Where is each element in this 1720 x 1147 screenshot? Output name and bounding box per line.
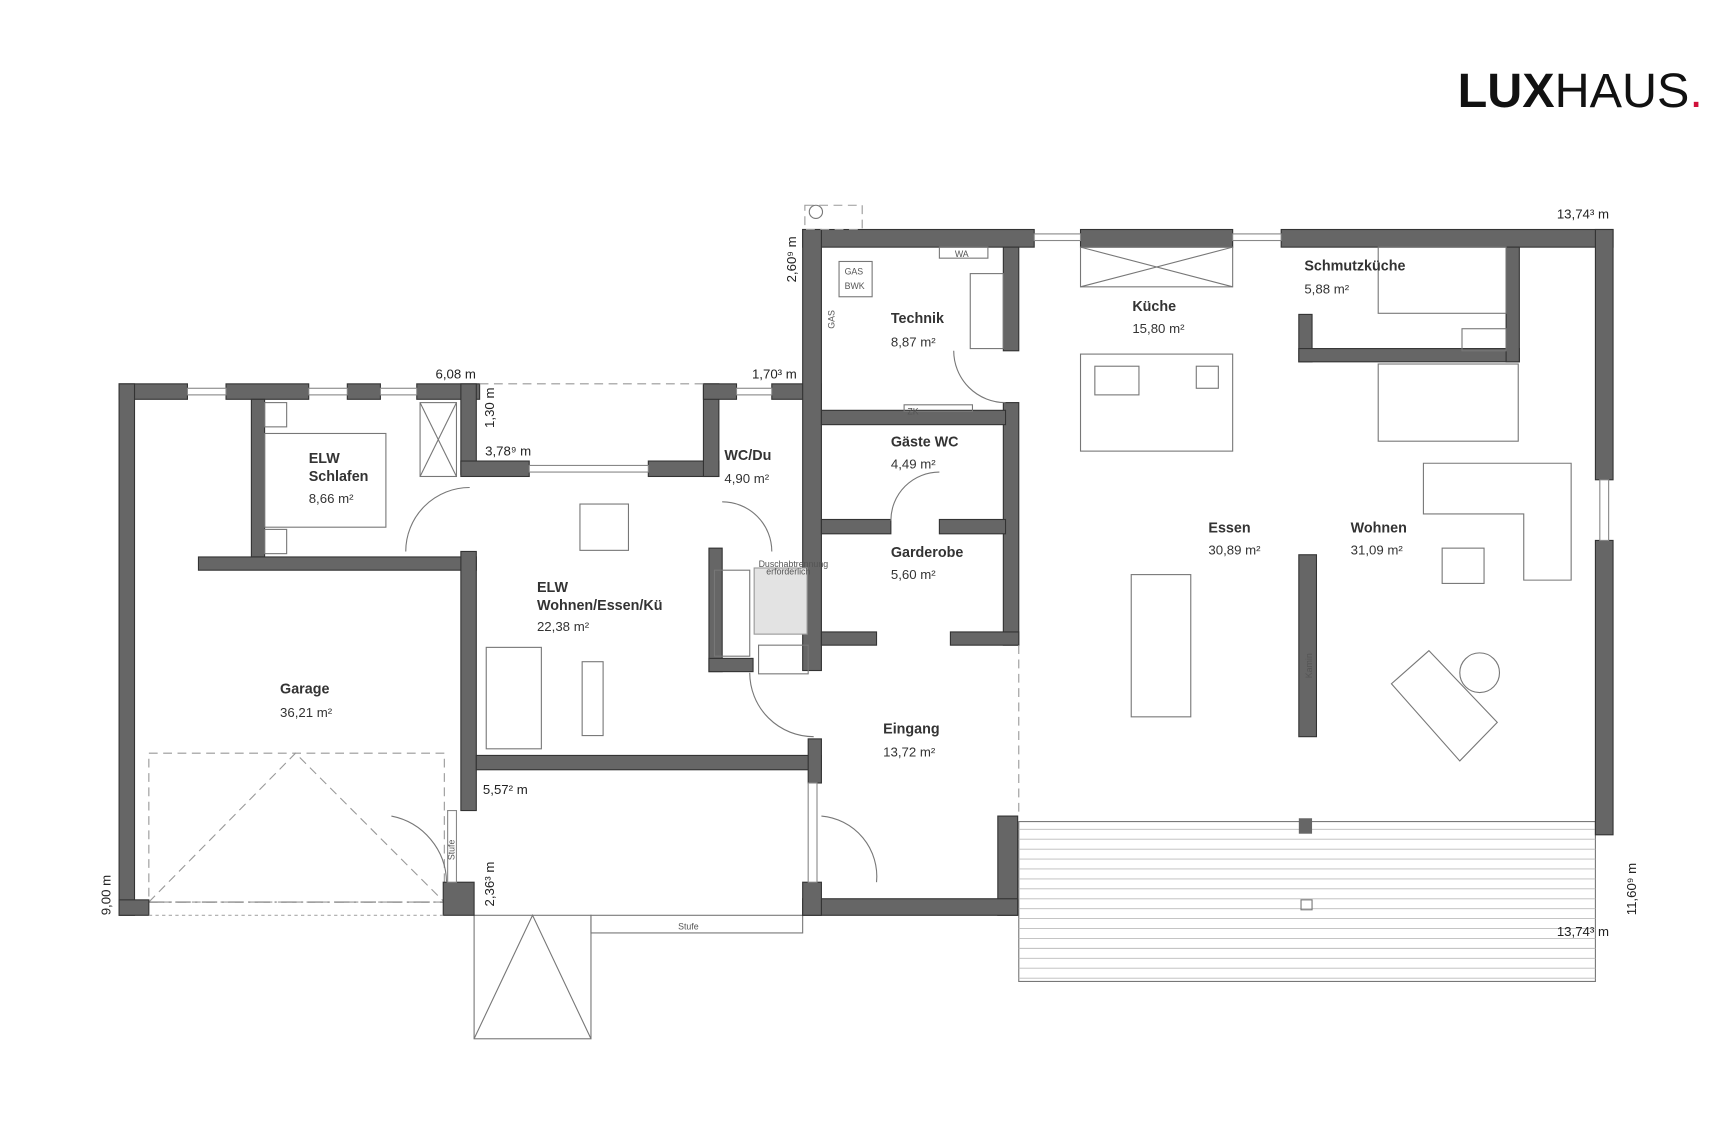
svg-text:5,88 m²: 5,88 m² <box>1304 281 1349 296</box>
windows <box>186 233 1610 883</box>
svg-text:Küche: Küche <box>1132 299 1176 315</box>
lounger <box>1390 649 1499 762</box>
svg-text:ELW: ELW <box>309 451 341 467</box>
svg-text:36,21 m²: 36,21 m² <box>280 705 333 720</box>
doors[interactable] <box>391 350 1006 883</box>
svg-text:13,74³ m: 13,74³ m <box>1557 924 1609 939</box>
room-garage: Garage 36,21 m² <box>280 682 333 720</box>
svg-text:13,74³ m: 13,74³ m <box>1557 206 1609 221</box>
svg-text:Schmutzküche: Schmutzküche <box>1304 258 1405 274</box>
svg-text:Technik: Technik <box>891 311 944 327</box>
svg-text:Duschabtrennung: Duschabtrennung <box>759 559 829 569</box>
room-kueche: Küche 15,80 m² <box>1132 299 1185 336</box>
room-elw-schlafen: ELW Schlafen 8,66 m² <box>309 451 369 506</box>
svg-text:ZK: ZK <box>907 407 918 417</box>
svg-text:22,38 m²: 22,38 m² <box>537 619 590 634</box>
svg-text:3,78⁹ m: 3,78⁹ m <box>485 444 531 459</box>
dining-table <box>1130 574 1192 718</box>
stairs <box>1377 363 1519 442</box>
kitchen-island <box>1079 353 1234 452</box>
svg-text:Stufe: Stufe <box>678 922 699 932</box>
svg-text:Schlafen: Schlafen <box>309 469 369 485</box>
svg-text:WC/Du: WC/Du <box>724 448 771 464</box>
svg-text:4,49 m²: 4,49 m² <box>891 457 936 472</box>
svg-text:WA: WA <box>955 249 969 259</box>
svg-text:8,66 m²: 8,66 m² <box>309 491 354 506</box>
furniture <box>264 246 1572 911</box>
svg-text:Eingang: Eingang <box>883 721 940 737</box>
dimension-labels: 13,74³ m 13,74³ m 11,60⁹ m 2,60⁹ m 1,70³… <box>98 206 1639 939</box>
svg-text:BWK: BWK <box>845 281 865 291</box>
svg-text:8,87 m²: 8,87 m² <box>891 334 936 349</box>
svg-text:4,90 m²: 4,90 m² <box>724 471 769 486</box>
svg-text:11,60⁹ m: 11,60⁹ m <box>1624 863 1639 915</box>
room-eingang: Eingang 13,72 m² <box>883 721 940 759</box>
entrance-canopy <box>473 914 804 1040</box>
svg-text:erforderlich: erforderlich <box>766 567 810 577</box>
svg-text:GAS: GAS <box>827 310 837 329</box>
svg-text:Garderobe: Garderobe <box>891 545 963 561</box>
svg-text:Kamin: Kamin <box>1304 653 1314 678</box>
room-wc-du: WC/Du 4,90 m² <box>724 448 771 486</box>
svg-text:Stufe: Stufe <box>446 839 456 860</box>
svg-text:2,36³ m: 2,36³ m <box>482 862 497 907</box>
kitchen-cabinets <box>1079 246 1234 288</box>
svg-text:Garage: Garage <box>280 682 329 698</box>
room-wohnen: Wohnen 31,09 m² <box>1351 521 1407 558</box>
svg-text:5,60 m²: 5,60 m² <box>891 567 936 582</box>
svg-text:15,80 m²: 15,80 m² <box>1132 321 1185 336</box>
room-garderobe: Garderobe 5,60 m² <box>891 545 963 582</box>
elw-sofa <box>485 646 542 750</box>
room-technik: Technik 8,87 m² <box>891 311 944 349</box>
room-schmutzkueche: Schmutzküche 5,88 m² <box>1304 258 1405 296</box>
fixture-labels: GAS BWK GAS WA ZK Duschabtrennung erford… <box>446 249 1314 932</box>
svg-text:Gäste WC: Gäste WC <box>891 435 959 451</box>
terrace <box>1018 821 1596 982</box>
svg-text:6,08 m: 6,08 m <box>436 366 476 381</box>
svg-text:1,30 m: 1,30 m <box>482 388 497 428</box>
kamin-wall <box>1298 554 1318 738</box>
room-gaeste-wc: Gäste WC 4,49 m² <box>891 435 959 472</box>
elw-table <box>579 503 630 551</box>
svg-text:31,09 m²: 31,09 m² <box>1351 543 1404 558</box>
room-elw-wohnen: ELW Wohnen/Essen/Kü 22,38 m² <box>537 580 663 634</box>
svg-text:LUXHAUS.: LUXHAUS. <box>1458 64 1703 118</box>
garage-door[interactable] <box>148 752 445 903</box>
svg-text:Wohnen/Essen/Kü: Wohnen/Essen/Kü <box>537 598 663 614</box>
bed <box>264 432 387 528</box>
sofa <box>1422 462 1572 581</box>
luxhaus-logo: LUXHAUS. <box>1458 64 1703 118</box>
svg-text:5,57² m: 5,57² m <box>483 782 528 797</box>
svg-text:GAS: GAS <box>845 267 864 277</box>
svg-text:13,72 m²: 13,72 m² <box>883 745 936 760</box>
room-labels: ELW Schlafen 8,66 m² ELW Wohnen/Essen/Kü 22,… <box>280 258 1407 759</box>
svg-text:2,60⁹ m: 2,60⁹ m <box>784 236 799 282</box>
wardrobe <box>419 402 458 478</box>
dashed-outlines <box>148 204 1020 916</box>
svg-text:Wohnen: Wohnen <box>1351 521 1407 537</box>
room-essen: Essen 30,89 m² <box>1208 521 1261 558</box>
walls <box>118 228 1614 916</box>
svg-text:1,70³ m: 1,70³ m <box>752 366 797 381</box>
elw-kitchenette <box>713 569 751 657</box>
svg-text:Essen: Essen <box>1208 521 1250 537</box>
svg-text:9,00 m: 9,00 m <box>98 875 113 915</box>
svg-text:ELW: ELW <box>537 580 569 596</box>
svg-text:30,89 m²: 30,89 m² <box>1208 543 1261 558</box>
